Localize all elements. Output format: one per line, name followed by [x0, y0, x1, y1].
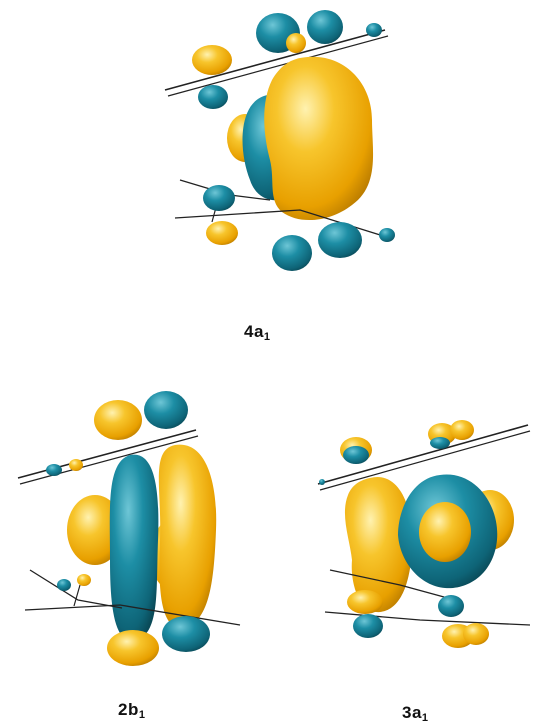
negative-lobe — [272, 235, 312, 271]
positive-lobe — [450, 420, 474, 440]
positive-lobe — [264, 57, 373, 220]
negative-lobe — [353, 614, 383, 638]
orbital-4a1 — [165, 10, 395, 271]
orbital-2b1 — [18, 391, 240, 666]
negative-lobe — [46, 464, 62, 476]
positive-lobe — [347, 590, 383, 614]
positive-lobe — [77, 574, 91, 586]
positive-lobe — [69, 459, 83, 471]
negative-lobe — [307, 10, 343, 44]
orbital-3a1 — [318, 420, 530, 648]
positive-lobe — [159, 445, 216, 629]
negative-lobe — [318, 222, 362, 258]
negative-lobe — [379, 228, 395, 242]
negative-lobe — [198, 85, 228, 109]
negative-lobe — [343, 446, 369, 464]
negative-lobe — [144, 391, 188, 429]
positive-lobe — [192, 45, 232, 75]
positive-lobe — [94, 400, 142, 440]
positive-lobe — [463, 623, 489, 645]
bond-line — [30, 570, 122, 608]
label-2b1: 2b1 — [118, 700, 145, 721]
negative-lobe — [438, 595, 464, 617]
negative-lobe — [162, 616, 210, 652]
negative-lobe — [366, 23, 382, 37]
negative-lobe — [430, 437, 450, 449]
negative-lobe — [57, 579, 71, 591]
positive-lobe — [419, 502, 471, 562]
label-3a1: 3a1 — [402, 703, 429, 724]
negative-lobe — [319, 479, 325, 485]
positive-lobe — [286, 33, 306, 53]
bond-line — [74, 585, 80, 606]
negative-lobe — [110, 455, 159, 641]
positive-lobe — [206, 221, 238, 245]
positive-lobe — [107, 630, 159, 666]
negative-lobe — [203, 185, 235, 211]
label-4a1: 4a1 — [244, 322, 271, 343]
